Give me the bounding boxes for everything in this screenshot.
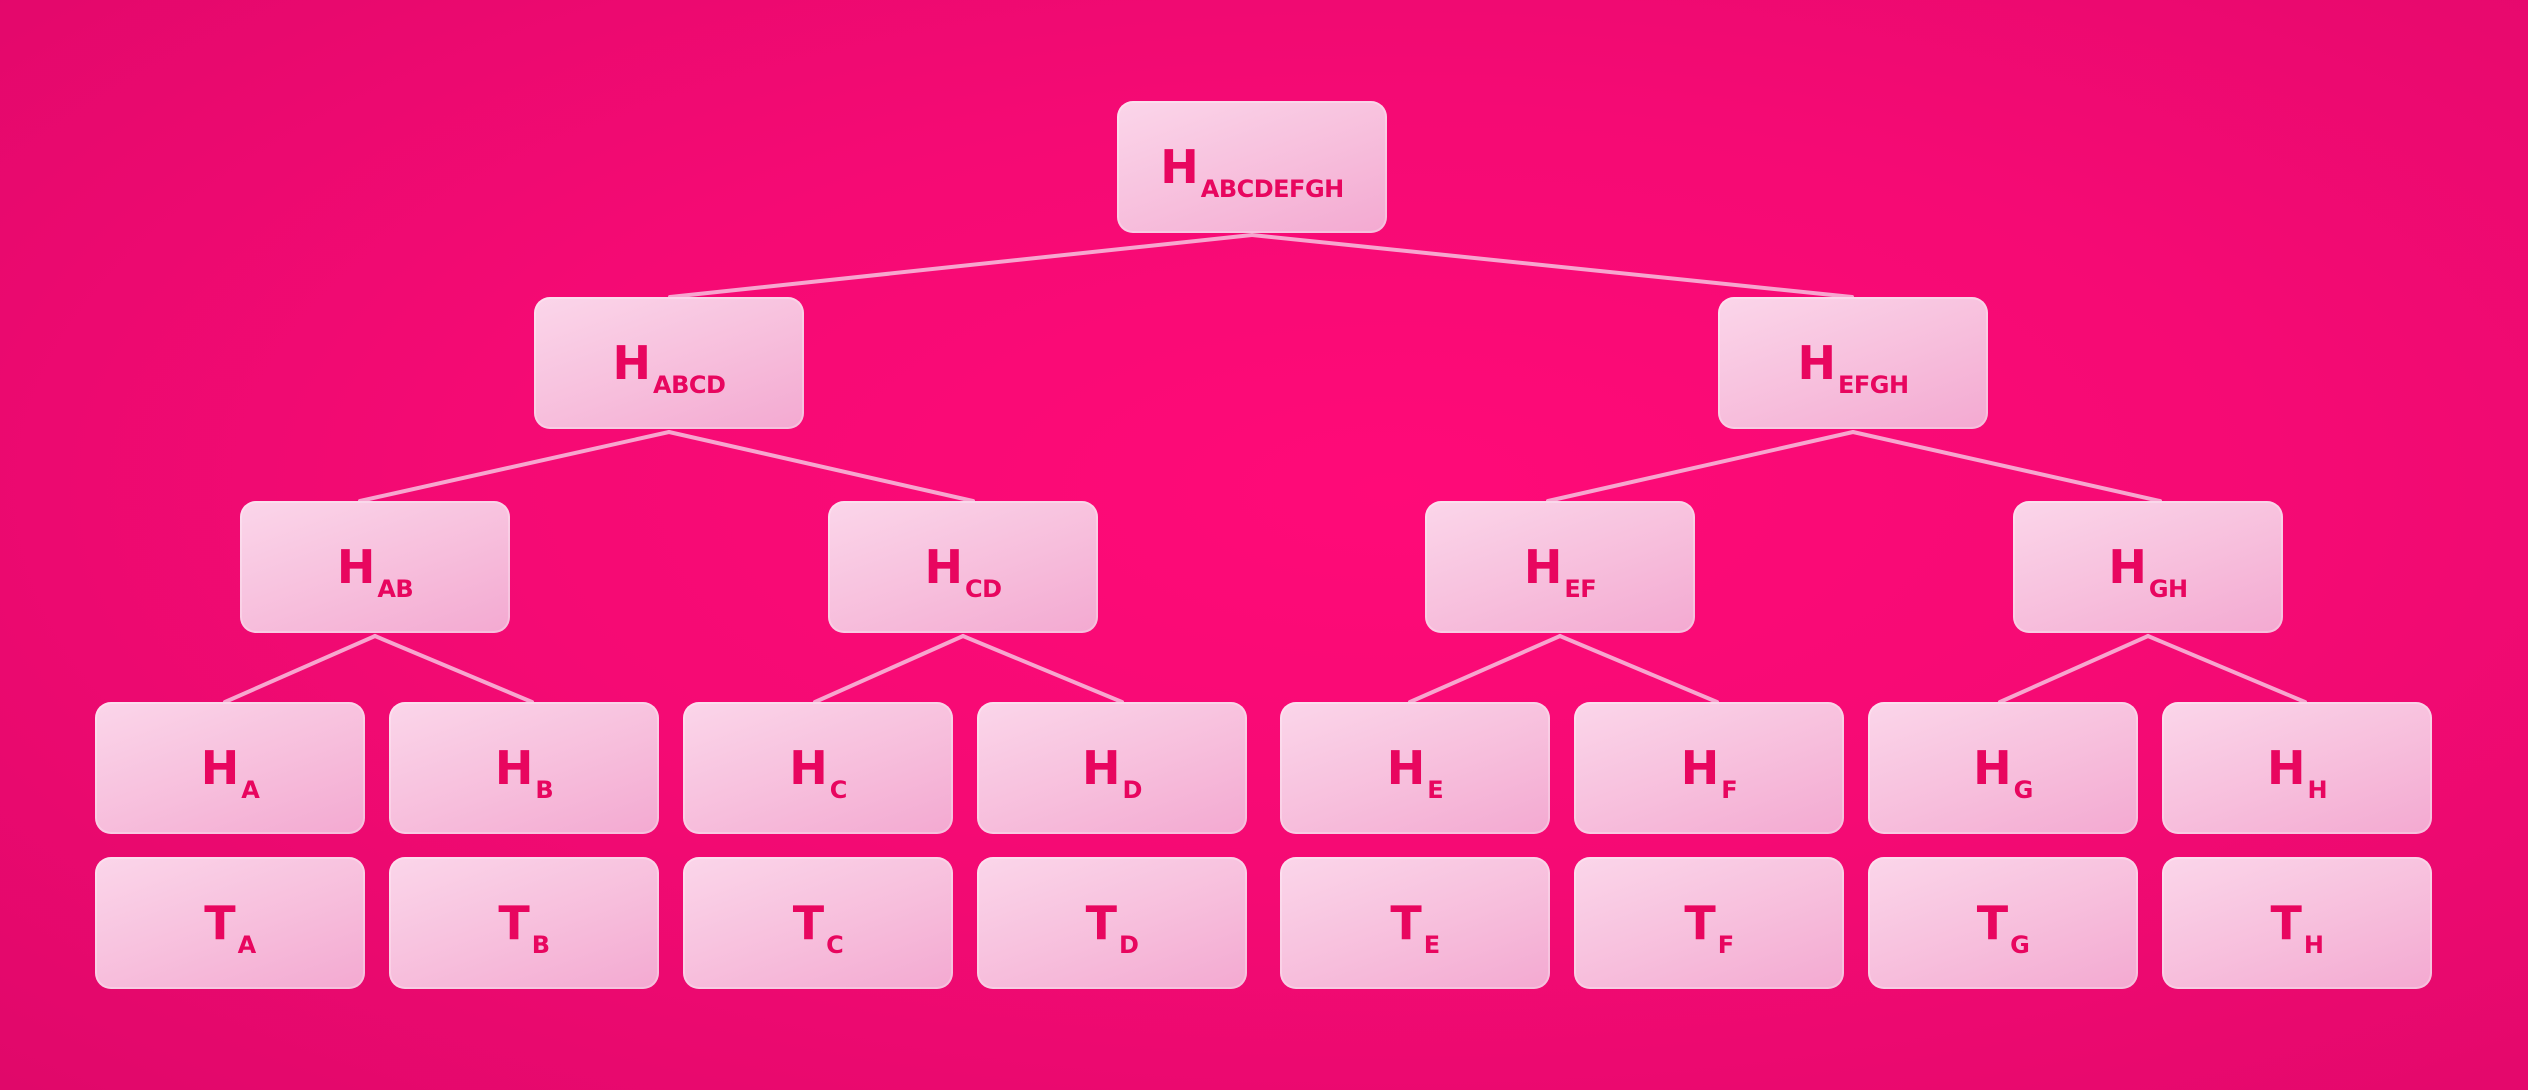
node-h-a: HA: [95, 702, 365, 834]
tree-edge-4: [1546, 430, 1855, 503]
node-label: HABCDEFGH: [1160, 140, 1344, 203]
node-t-g: TG: [1868, 857, 2138, 989]
tree-edge-0: [668, 233, 1254, 299]
node-h-c: HC: [683, 702, 953, 834]
node-h-ef: HEF: [1425, 501, 1695, 633]
tree-edge-5: [1851, 430, 2162, 503]
tree-edge-11: [1558, 634, 1719, 704]
node-h-cd: HCD: [828, 501, 1098, 633]
node-t-f: TF: [1574, 857, 1844, 989]
node-h-efgh: HEFGH: [1718, 297, 1988, 429]
tree-edge-8: [813, 634, 965, 704]
tree-edge-6: [223, 634, 377, 704]
tree-edge-9: [961, 634, 1124, 704]
node-t-c: TC: [683, 857, 953, 989]
node-h-ab: HAB: [240, 501, 510, 633]
tree-edge-1: [1250, 233, 1854, 299]
tree-edge-7: [373, 634, 534, 704]
node-h-h: HH: [2162, 702, 2432, 834]
node-h-e: HE: [1280, 702, 1550, 834]
tree-edge-12: [1998, 634, 2150, 704]
tree-edge-10: [1408, 634, 1562, 704]
node-root: HABCDEFGH: [1117, 101, 1387, 233]
tree-edge-13: [2146, 634, 2307, 704]
node-h-abcd: HABCD: [534, 297, 804, 429]
node-h-gh: HGH: [2013, 501, 2283, 633]
node-t-b: TB: [389, 857, 659, 989]
node-t-e: TE: [1280, 857, 1550, 989]
node-h-g: HG: [1868, 702, 2138, 834]
node-h-d: HD: [977, 702, 1247, 834]
node-t-h: TH: [2162, 857, 2432, 989]
node-t-a: TA: [95, 857, 365, 989]
node-t-d: TD: [977, 857, 1247, 989]
tree-edge-3: [667, 430, 975, 503]
node-h-f: HF: [1574, 702, 1844, 834]
node-h-b: HB: [389, 702, 659, 834]
tree-edge-2: [358, 430, 671, 503]
